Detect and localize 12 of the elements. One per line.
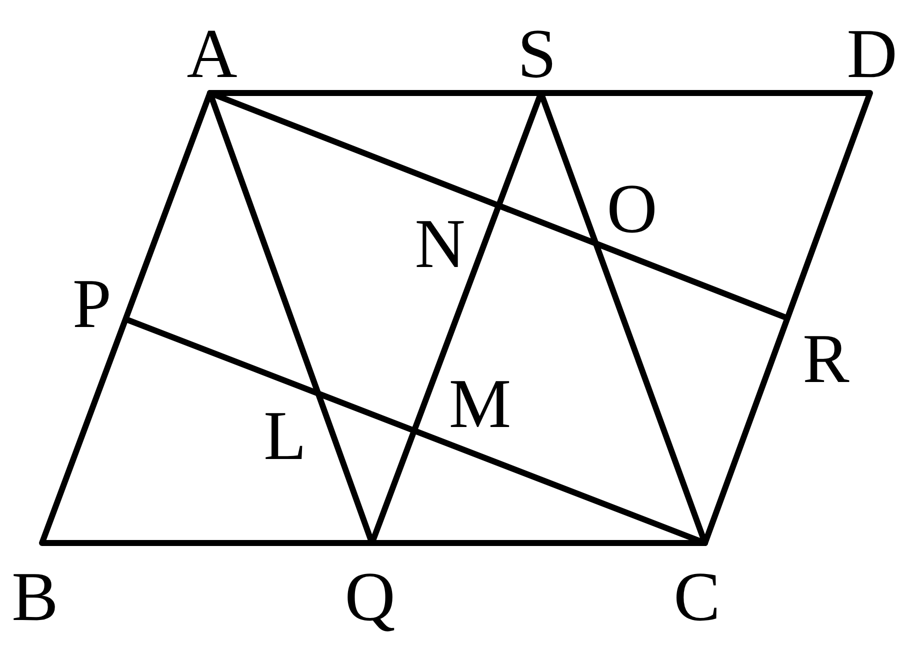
point-label: B	[12, 563, 58, 633]
point-label: D	[846, 20, 898, 90]
point-label: L	[264, 402, 306, 472]
point-label: P	[72, 270, 112, 340]
point-label: A	[186, 20, 238, 90]
point-label: C	[674, 563, 720, 633]
point-label: R	[802, 325, 850, 395]
point-label: S	[518, 20, 556, 90]
point-label: O	[606, 175, 658, 245]
point-label: M	[448, 370, 512, 440]
point-label: Q	[344, 563, 396, 633]
point-label: N	[414, 210, 466, 280]
